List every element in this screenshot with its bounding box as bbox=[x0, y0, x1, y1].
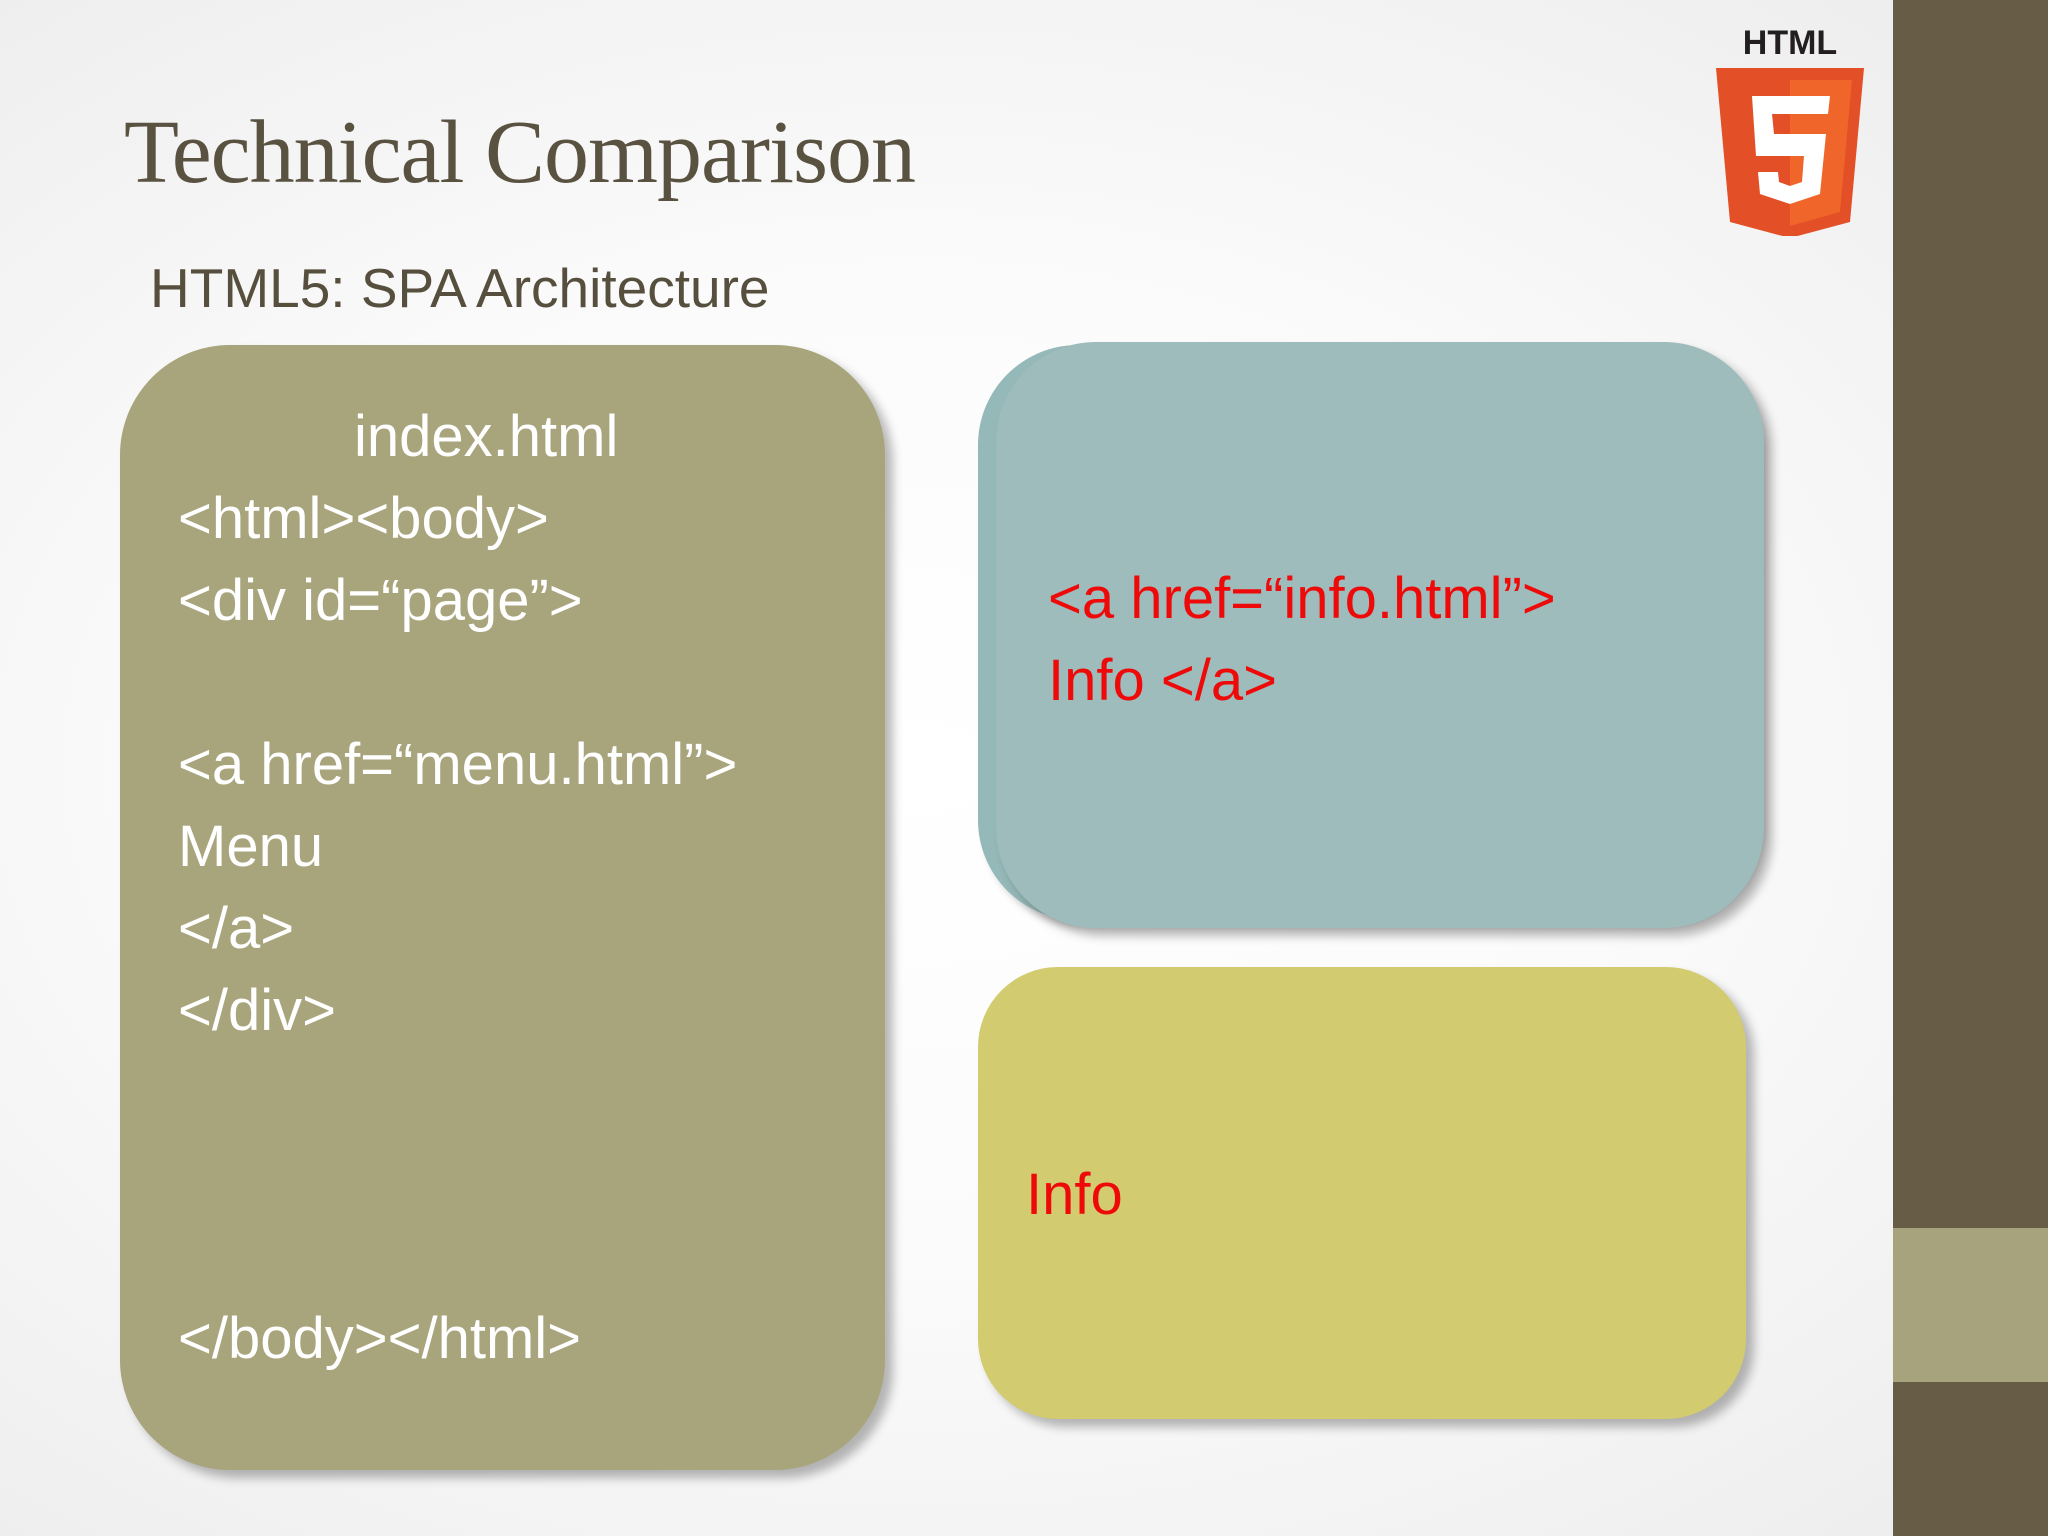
slide-title: Technical Comparison bbox=[124, 103, 916, 202]
code-line-div-page: <div id=“page”> bbox=[178, 568, 583, 633]
html5-logo-icon: HTML bbox=[1716, 24, 1864, 236]
info-link-panel bbox=[996, 342, 1764, 928]
sidebar-accent-block bbox=[1893, 1228, 2048, 1382]
code-line-menu-text: Menu bbox=[178, 814, 324, 879]
five-glyph-shape bbox=[1752, 96, 1830, 204]
info-page-panel bbox=[978, 967, 1746, 1419]
code-line-html-body: <html><body> bbox=[178, 486, 549, 551]
index-filename: index.html bbox=[354, 404, 619, 469]
code-line-close-div: </div> bbox=[178, 978, 336, 1043]
info-page-text: Info bbox=[1026, 1162, 1123, 1227]
slide-subtitle: HTML5: SPA Architecture bbox=[150, 257, 770, 319]
info-link-line-close: Info </a> bbox=[1048, 648, 1277, 713]
html5-logo-label: HTML bbox=[1743, 24, 1837, 62]
code-line-menu-link: <a href=“menu.html”> bbox=[178, 732, 738, 797]
index-html-panel bbox=[120, 345, 885, 1470]
info-link-line-open: <a href=“info.html”> bbox=[1048, 566, 1556, 631]
code-line-close-a: </a> bbox=[178, 896, 295, 961]
code-line-close-body-html: </body></html> bbox=[178, 1306, 582, 1371]
